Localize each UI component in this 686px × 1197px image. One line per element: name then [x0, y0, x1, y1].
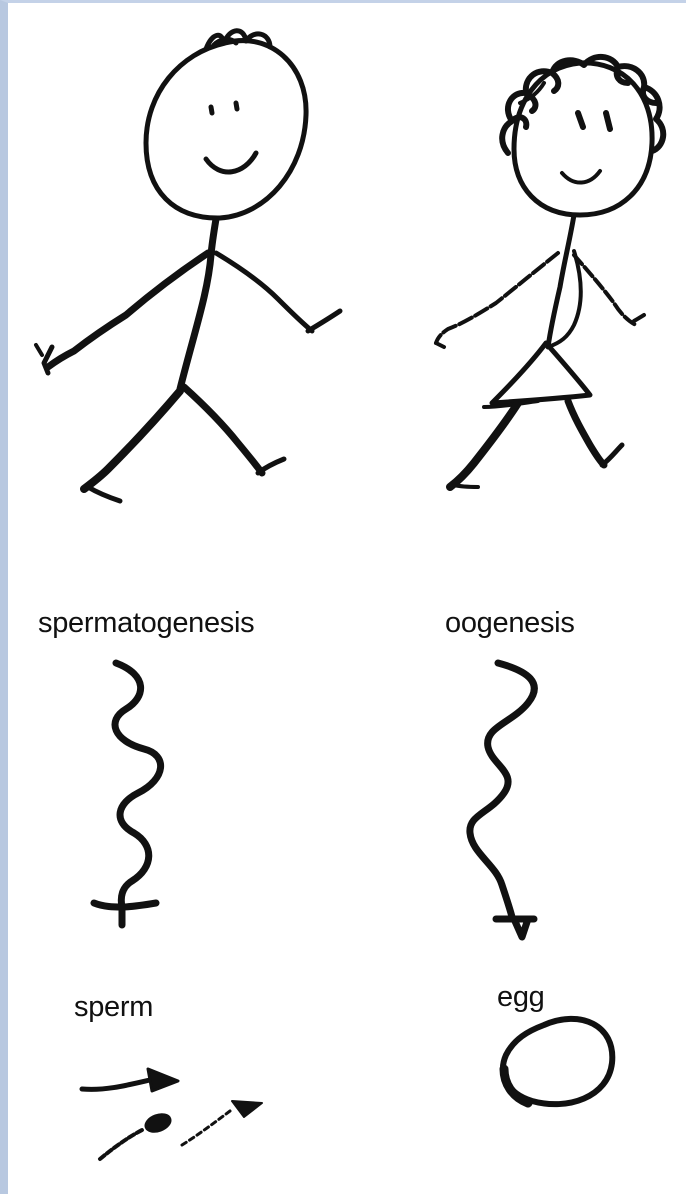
male-smile — [206, 153, 256, 172]
oogenesis-label: oogenesis — [445, 607, 575, 640]
sperm-cell — [100, 1129, 144, 1159]
female-stick-figure — [436, 57, 663, 487]
female-body — [548, 215, 574, 347]
oogenesis-arrowhead — [496, 919, 534, 937]
male-arm-right — [216, 253, 312, 331]
sperm-cell — [182, 1111, 230, 1145]
female-smile — [562, 171, 600, 183]
sperm-cell — [82, 1079, 154, 1089]
female-hair — [502, 57, 663, 153]
female-head — [514, 63, 652, 215]
spermatogenesis-arrowhead — [94, 903, 156, 925]
female-leg-left — [450, 403, 518, 487]
female-eye-left — [578, 113, 583, 127]
male-eye-right — [236, 103, 237, 109]
spermatogenesis-arrow — [94, 663, 161, 925]
female-arm-right — [574, 255, 636, 325]
male-head — [146, 41, 306, 218]
sperm-cells — [82, 1069, 262, 1159]
egg-cell — [503, 1019, 612, 1104]
female-skirt — [492, 343, 590, 403]
female-eye-right — [606, 113, 610, 129]
sperm-label: sperm — [74, 991, 153, 1024]
male-body — [180, 219, 216, 389]
female-leg-right — [568, 401, 604, 465]
male-arm-left — [48, 253, 208, 367]
male-leg-right — [184, 387, 262, 473]
female-arm-left — [436, 253, 558, 343]
spermatogenesis-label: spermatogenesis — [38, 607, 254, 640]
male-eye-left — [211, 107, 212, 113]
oogenesis-arrow — [470, 663, 534, 937]
male-stick-figure — [36, 31, 340, 501]
egg-label: egg — [497, 981, 545, 1014]
male-leg-left — [84, 391, 180, 489]
